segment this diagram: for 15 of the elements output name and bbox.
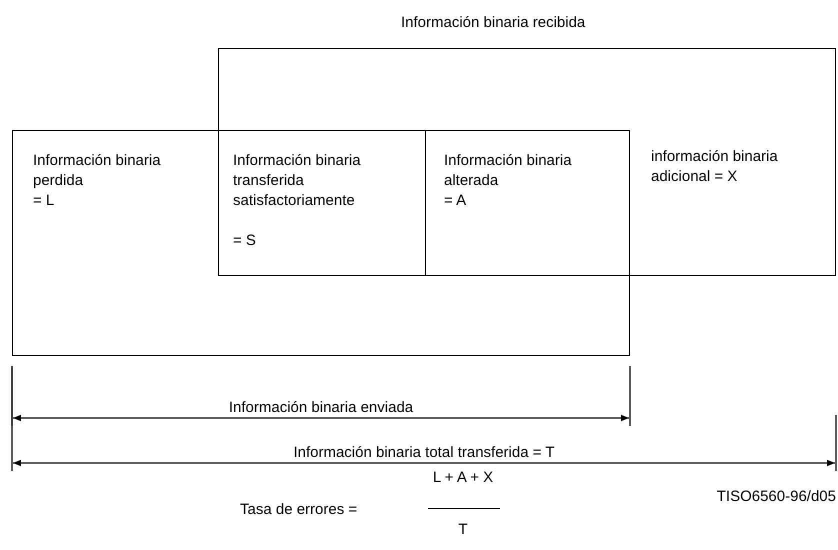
region-text: = A [444,191,468,211]
region-text: Información binaria perdida [33,151,162,191]
region-heading: Información binaria recibida [401,13,586,33]
denominator-text: T [457,520,469,540]
region-text: = L [33,191,56,211]
numerator-text: L + A + X [432,468,494,488]
region-text: información binaria adicional = X [651,147,779,187]
dimension-label: Información binaria enviada [228,398,414,418]
region-text: Información binaria alterada [444,151,573,191]
region-text: Información binaria transferida satisfactoriamente [233,151,362,211]
figure-code: TISO6560-96/d05 [716,487,836,507]
region-text: = S [233,231,257,251]
sent-region-box [12,130,630,356]
dimension-label: Información binaria total transferida = T [292,443,556,463]
formula-text: Tasa de errores = [240,500,358,520]
